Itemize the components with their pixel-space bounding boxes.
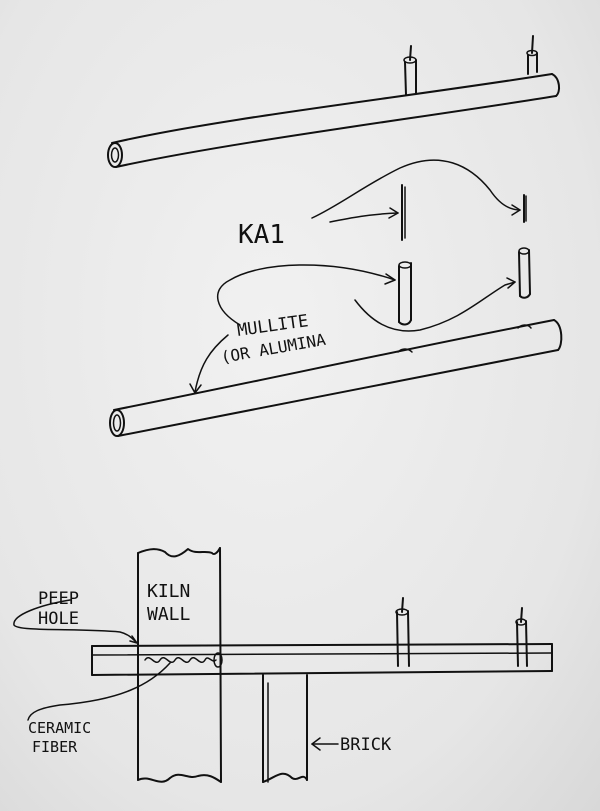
assembled-tube — [107, 35, 561, 168]
installed-cross-section — [13, 547, 553, 783]
mullite-tube-1 — [398, 262, 412, 323]
label-hole: HOLE — [38, 609, 79, 629]
label-brick: BRICK — [340, 735, 392, 755]
label-fiber: FIBER — [32, 738, 78, 756]
mullite-tube-2 — [518, 249, 531, 297]
label-kiln: KILN — [147, 581, 190, 602]
label-peep: PEEP — [38, 589, 79, 609]
kiln-wall-top — [137, 547, 221, 558]
label-ka1: KA1 — [238, 220, 285, 250]
horizontal-tube — [91, 643, 553, 676]
label-ceramic: CERAMIC — [28, 719, 91, 737]
label-wall: WALL — [147, 604, 191, 625]
exploded-view — [109, 159, 563, 437]
ceramic-fiber-plug — [144, 657, 217, 663]
brick — [262, 674, 308, 783]
